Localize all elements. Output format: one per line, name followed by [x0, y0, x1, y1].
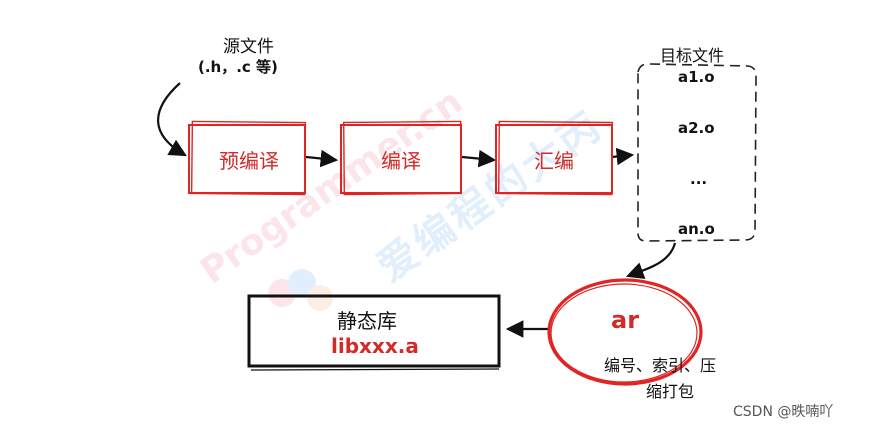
- step-label-compile: 编译: [381, 149, 421, 173]
- object-file-item: a2.o: [678, 119, 715, 137]
- ar-description-line1: 编号、索引、压: [604, 356, 717, 375]
- step-box-preprocess: [188, 120, 307, 196]
- step-label-assemble: 汇编: [534, 149, 574, 173]
- arrow-source-to-preprocess: [157, 82, 187, 157]
- source-files-extensions: (.h，.c 等): [198, 58, 278, 76]
- static-library-title: 静态库: [337, 309, 397, 333]
- step-box-assemble: [495, 120, 614, 196]
- object-files-box: [637, 63, 757, 242]
- static-library-filename: libxxx.a: [331, 334, 419, 358]
- arrow-objects-to-ar: [625, 242, 677, 280]
- step-box-compile: [340, 120, 463, 196]
- ar-label: ar: [611, 306, 640, 334]
- step-label-preprocess: 预编译: [219, 149, 279, 173]
- footer-credit: CSDN @昳喃吖: [733, 404, 834, 420]
- arrow-assemble-to-objects: [611, 147, 635, 166]
- object-file-item: a1.o: [678, 68, 715, 86]
- source-files-title: 源文件: [223, 37, 274, 57]
- static-library-box: [247, 294, 501, 368]
- object-file-item: ...: [690, 170, 708, 188]
- object-files-title: 目标文件: [660, 46, 725, 65]
- object-file-item: an.o: [678, 220, 715, 238]
- ar-description-line2: 缩打包: [646, 382, 695, 401]
- arrow-compile-to-assemble: [461, 149, 497, 168]
- watermark-logo: [268, 269, 333, 311]
- arrow-preprocess-to-compile: [305, 149, 339, 168]
- ar-ellipse: [547, 278, 703, 386]
